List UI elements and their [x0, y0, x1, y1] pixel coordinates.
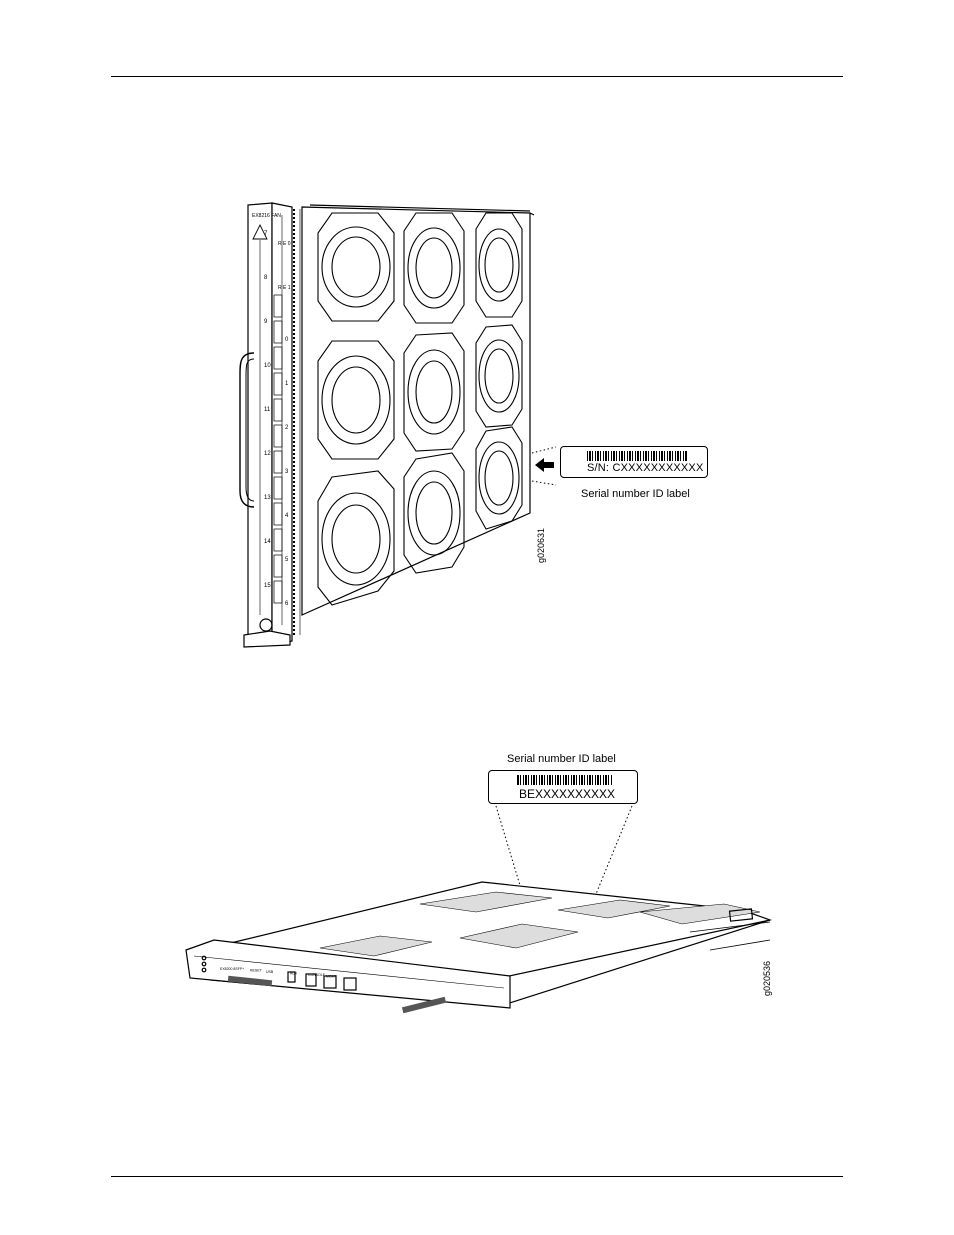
- slot-number-label: 12: [264, 451, 271, 457]
- serial-label-caption: Serial number ID label: [507, 753, 616, 765]
- header-rule: [111, 76, 843, 77]
- barcode: [587, 451, 687, 461]
- fan-tray-front-panel: [240, 203, 300, 647]
- slot-number-label: 10: [264, 363, 271, 369]
- arrow-left-icon: [535, 458, 554, 472]
- re-label: R E 1: [278, 285, 291, 291]
- barcode: [517, 775, 613, 785]
- faceplate-label: CONSOLE: [308, 973, 326, 977]
- leader-line: [532, 481, 556, 485]
- fan-panel: [302, 205, 534, 615]
- serial-number-text: S/N: CXXXXXXXXXXX: [587, 462, 704, 474]
- faceplate-label: EX8200 8SFP+: [220, 967, 244, 971]
- chassis-label: EX8216 FAN: [252, 213, 281, 219]
- routing-engine-board: [186, 882, 770, 1013]
- leader-line: [532, 447, 556, 453]
- graphic-id: g020631: [536, 528, 546, 563]
- footer-rule: [111, 1176, 843, 1177]
- serial-tag: BEXXXXXXXXXX: [488, 770, 638, 804]
- serial-label-caption: Serial number ID label: [581, 488, 690, 500]
- fan-tray-figure: EX8216 FAN g020631 789101112131415012345…: [230, 195, 730, 665]
- slot-number-label: 13: [264, 495, 271, 501]
- graphic-id: g020536: [762, 961, 772, 996]
- serial-tag: S/N: CXXXXXXXXXXX: [560, 446, 708, 478]
- faceplate-label: AUX: [290, 972, 298, 976]
- slot-number-label: 14: [264, 539, 271, 545]
- faceplate-label: MGMT: [326, 975, 338, 979]
- serial-number-text: BEXXXXXXXXXX: [519, 787, 615, 801]
- leader-line: [496, 806, 522, 892]
- leader-line: [596, 806, 632, 894]
- slot-number-label: 15: [264, 583, 271, 589]
- re-label: R E 0: [278, 241, 291, 247]
- slot-number-label: 11: [264, 407, 271, 413]
- faceplate-label: RESET: [250, 969, 263, 973]
- faceplate-label: USB: [266, 970, 274, 974]
